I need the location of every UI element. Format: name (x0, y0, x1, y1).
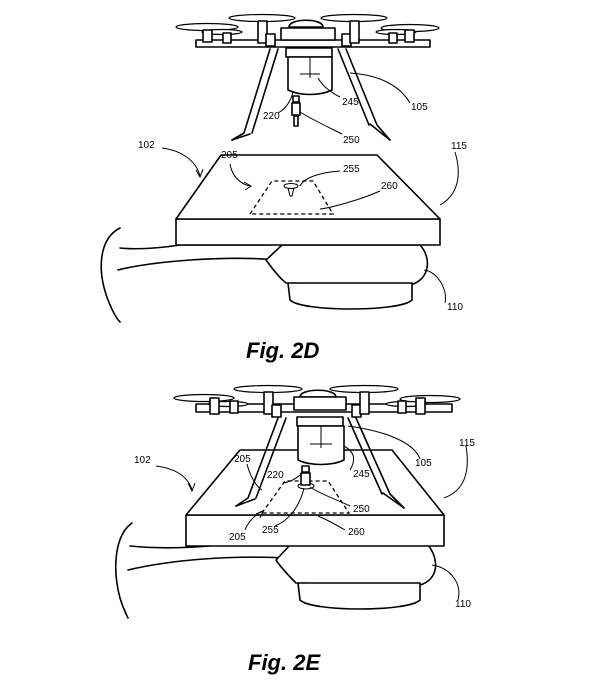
leader-lines-2e (155, 425, 468, 601)
label-205: 205 (221, 150, 238, 161)
label-115: 115 (451, 141, 467, 152)
label-115: 115 (459, 438, 475, 449)
figure-2e: 102 205 220 245 105 115 250 255 205 260 … (115, 384, 475, 675)
label-250: 250 (353, 504, 370, 515)
vehicle-body (100, 227, 429, 323)
label-205: 205 (229, 532, 246, 543)
label-110: 110 (447, 302, 463, 313)
label-260: 260 (381, 181, 398, 192)
figure-2d: 102 205 255 260 115 110 105 245 220 250 … (100, 13, 467, 363)
vehicle-body-2e (115, 522, 437, 619)
label-255: 255 (262, 525, 279, 536)
figure-caption-2e: Fig. 2E (248, 650, 321, 675)
drone-105-2e (173, 384, 461, 509)
label-105: 105 (411, 102, 428, 113)
leader-lines-2d (161, 72, 459, 304)
landing-platform-2e (185, 449, 445, 547)
label-220: 220 (267, 470, 284, 481)
figure-caption-2d: Fig. 2D (246, 338, 319, 363)
label-102: 102 (134, 455, 151, 466)
label-245: 245 (342, 97, 359, 108)
coupling-area-260 (248, 180, 335, 215)
label-245: 245 (353, 469, 370, 480)
label-205: 205 (234, 454, 251, 465)
landing-platform (175, 154, 441, 246)
label-110: 110 (455, 599, 471, 610)
labels-2e: 102 205 220 245 105 115 250 255 205 260 … (134, 438, 475, 610)
label-260: 260 (348, 527, 365, 538)
label-250: 250 (343, 135, 360, 146)
label-105: 105 (415, 458, 432, 469)
labels-2d: 102 205 255 260 115 110 105 245 220 250 (138, 97, 467, 313)
label-102: 102 (138, 140, 155, 151)
label-255: 255 (343, 164, 360, 175)
label-220: 220 (263, 111, 280, 122)
drone-105 (175, 13, 440, 141)
